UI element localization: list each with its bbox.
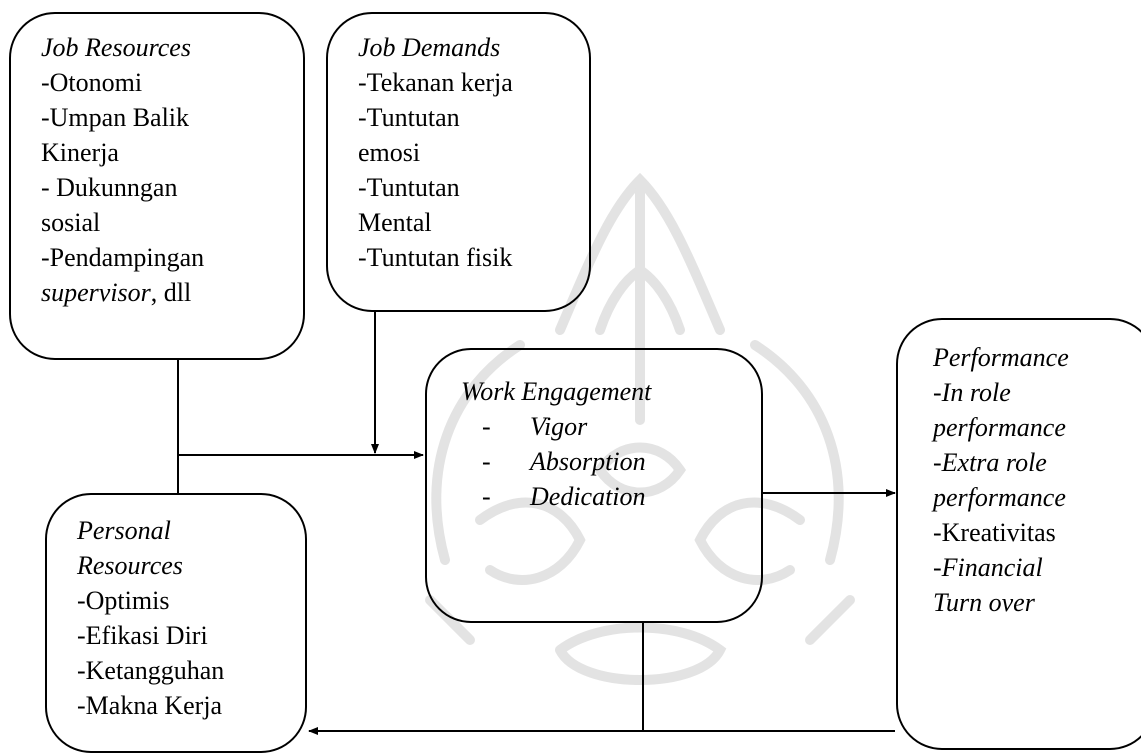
performance-item: -In role xyxy=(933,378,1011,407)
performance-box: Performance -In role performance -Extra … xyxy=(896,318,1141,750)
personal-resources-item: -Makna Kerja xyxy=(77,691,223,720)
performance-item: performance xyxy=(933,483,1066,512)
work-engagement-item: - Dedication xyxy=(461,479,761,514)
work-engagement-box: Work Engagement - Vigor - Absorption - Dedi… xyxy=(425,348,763,623)
performance-title: Performance xyxy=(933,343,1069,372)
performance-item: -Financial xyxy=(933,553,1043,582)
performance-item: Turn over xyxy=(933,588,1035,617)
performance-item: -Extra role xyxy=(933,448,1047,477)
personal-resources-title: Resources xyxy=(77,551,183,580)
job-resources-item: -Pendampingan xyxy=(41,243,205,272)
job-demands-item: Mental xyxy=(358,208,432,237)
dll-text: , dll xyxy=(150,278,192,307)
work-engagement-item: - Vigor xyxy=(461,409,761,444)
work-engagement-item-text: Absorption xyxy=(530,447,646,476)
job-resources-item: -Umpan Balik xyxy=(41,103,190,132)
work-engagement-item: - Absorption xyxy=(461,444,761,479)
personal-resources-title: Personal xyxy=(77,516,171,545)
work-engagement-item-text: Dedication xyxy=(530,482,646,511)
bullet-dash: - xyxy=(482,482,491,511)
personal-resources-item: -Efikasi Diri xyxy=(77,621,208,650)
job-demands-item: -Tuntutan xyxy=(358,173,460,202)
job-resources-last-line: supervisor, dll xyxy=(41,275,303,310)
job-resources-item: sosial xyxy=(41,208,101,237)
bullet-dash: - xyxy=(482,412,491,441)
job-resources-title: Job Resources xyxy=(41,33,191,62)
work-engagement-item-text: Vigor xyxy=(530,412,588,441)
bullet-dash: - xyxy=(482,447,491,476)
job-demands-title: Job Demands xyxy=(358,33,501,62)
work-engagement-title: Work Engagement xyxy=(461,377,652,406)
job-demands-item: -Tuntutan xyxy=(358,103,460,132)
job-demands-item: emosi xyxy=(358,138,421,167)
personal-resources-box: Personal Resources -Optimis -Efikasi Dir… xyxy=(45,493,307,753)
personal-resources-item: -Ketangguhan xyxy=(77,656,225,685)
job-resources-item: Kinerja xyxy=(41,138,119,167)
performance-item: performance xyxy=(933,413,1066,442)
supervisor-text: supervisor xyxy=(41,278,151,307)
performance-item: -Kreativitas xyxy=(933,518,1056,547)
job-resources-item: -Otonomi xyxy=(41,68,143,97)
job-demands-box: Job Demands -Tekanan kerja -Tuntutan emo… xyxy=(326,12,591,312)
job-demands-item: -Tuntutan fisik xyxy=(358,243,513,272)
job-resources-box: Job Resources -Otonomi -Umpan Balik Kine… xyxy=(9,12,305,360)
personal-resources-item: -Optimis xyxy=(77,586,170,615)
job-demands-item: -Tekanan kerja xyxy=(358,68,513,97)
job-resources-item: - Dukunngan xyxy=(41,173,178,202)
